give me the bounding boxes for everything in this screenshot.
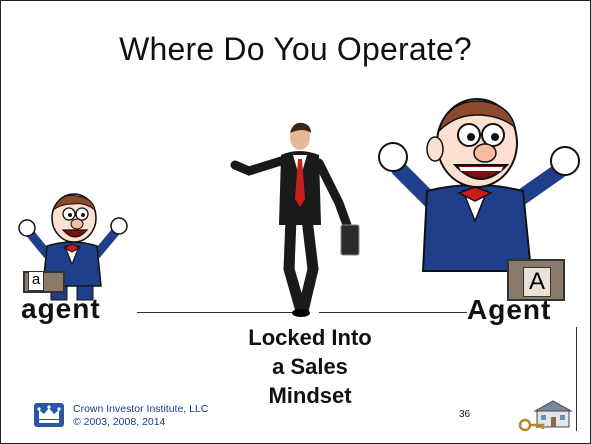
small-agent-figure xyxy=(18,193,128,301)
businessman-figure xyxy=(230,122,360,317)
footer-company: Crown Investor Institute, LLC xyxy=(73,403,209,415)
large-briefcase-letter: A xyxy=(523,267,551,297)
agent-lowercase-label: agent xyxy=(21,293,101,324)
crown-logo-icon xyxy=(34,403,64,432)
spectrum-line-left xyxy=(137,312,301,313)
corner-divider-line xyxy=(576,327,577,431)
small-briefcase-icon: a xyxy=(23,271,65,293)
page-number: 36 xyxy=(459,409,471,420)
footer-copyright: Crown Investor Institute, LLC © 2003, 20… xyxy=(73,403,208,429)
large-briefcase-icon: A xyxy=(507,259,565,301)
house-key-icon xyxy=(518,400,573,432)
center-caption-line-1: Locked Into xyxy=(248,325,372,350)
large-agent-figure xyxy=(378,98,580,272)
agent-uppercase-label: Agent xyxy=(467,294,552,325)
footer-years: © 2003, 2008, 2014 xyxy=(73,416,166,428)
spectrum-line-right xyxy=(319,312,467,313)
small-briefcase-letter: a xyxy=(28,271,44,291)
slide-title: Where Do You Operate? xyxy=(119,31,472,67)
center-caption: Locked Into a Sales Mindset xyxy=(217,323,403,410)
center-caption-line-3: Mindset xyxy=(268,383,352,408)
center-caption-line-2: a Sales xyxy=(272,354,348,379)
